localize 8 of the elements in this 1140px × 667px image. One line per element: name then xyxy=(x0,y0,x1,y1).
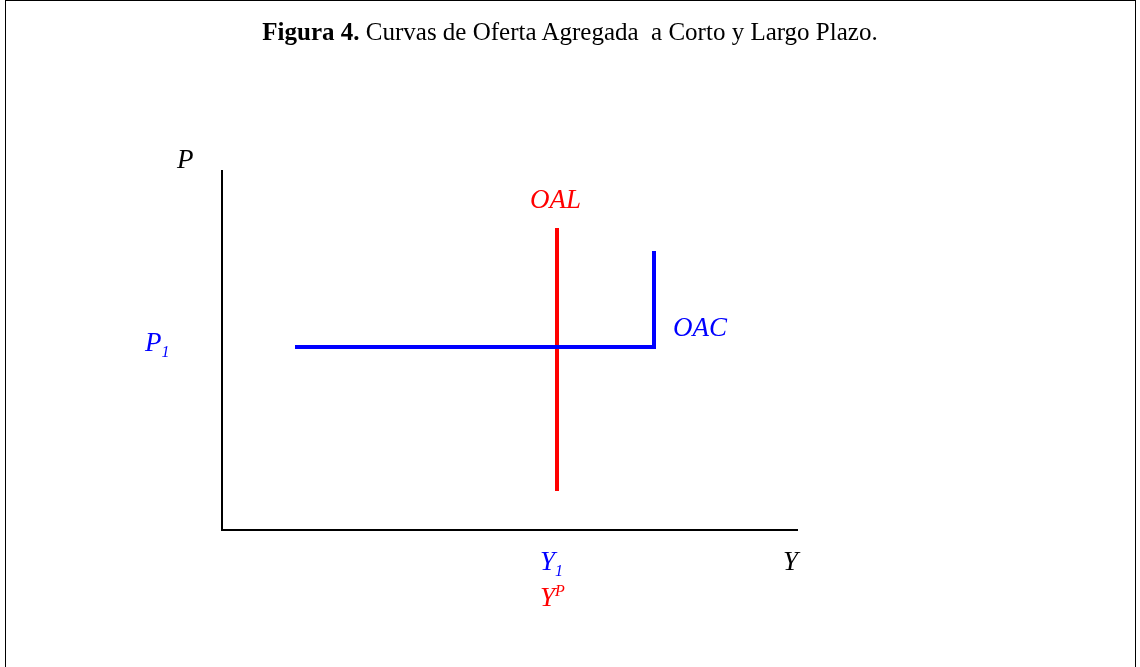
axis-value-label: Y$^{P}$ xyxy=(540,582,565,613)
figure-title: Figura 4. Curvas de Oferta Agregada a Corto y Largo Plazo. xyxy=(261,18,879,46)
axis-value-label: Y$_{1}$ xyxy=(540,547,564,580)
axis-label: Y xyxy=(783,547,799,577)
axis-value-label: P$_{1}$ xyxy=(145,328,170,361)
curve-label: OAL xyxy=(530,185,581,215)
curve-label: OAC xyxy=(673,313,727,343)
axis-label: P xyxy=(177,145,194,175)
